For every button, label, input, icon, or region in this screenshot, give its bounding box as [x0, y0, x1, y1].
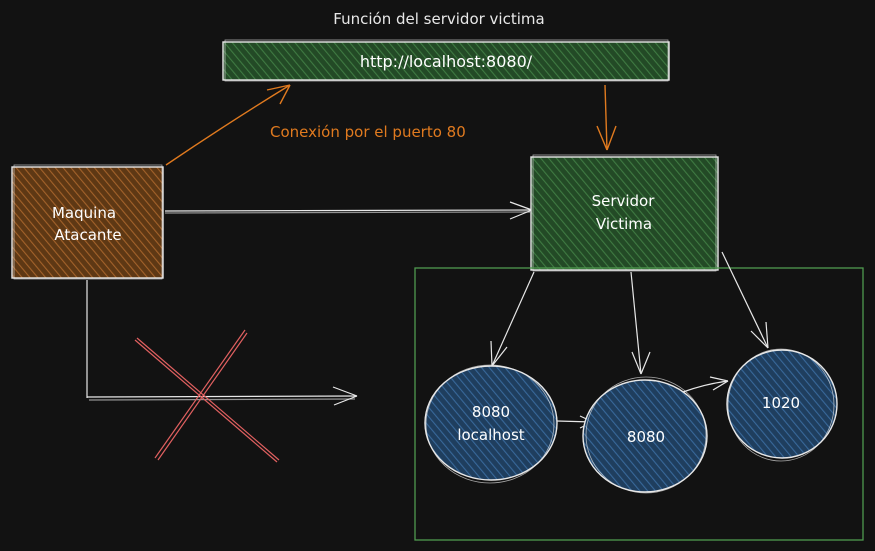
connection-label: Conexión por el puerto 80: [270, 123, 466, 141]
server-label-line2: Victima: [596, 215, 652, 233]
node-1020: 1020: [726, 348, 838, 462]
server-box: Servidor Victima: [530, 154, 719, 272]
node2-label: 8080: [627, 428, 665, 446]
attacker-box: Maquina Atacante: [11, 164, 164, 280]
blocked-arrow: [86, 280, 358, 406]
url-to-server-arrow: [596, 84, 617, 151]
orange-arrow: [165, 84, 291, 166]
node-8080-localhost: 8080 localhost: [424, 364, 558, 484]
attacker-label-line1: Maquina: [52, 204, 116, 222]
url-box: http://localhost:8080/: [222, 39, 670, 82]
node1-label-line1: 8080: [472, 403, 510, 421]
node2-to-node3-arrow: [682, 376, 729, 393]
attacker-label-line2: Atacante: [54, 226, 121, 244]
services-container: [414, 267, 864, 541]
node-8080: 8080: [582, 376, 708, 494]
server-to-nodes-arrows: [490, 251, 769, 375]
attacker-to-server-arrow: [164, 201, 533, 220]
node3-label: 1020: [762, 394, 800, 412]
red-cross-icon: [134, 329, 280, 463]
server-label-line1: Servidor: [592, 192, 656, 210]
url-label: http://localhost:8080/: [360, 52, 533, 71]
diagram-title: Función del servidor victima: [333, 10, 544, 28]
node1-label-line2: localhost: [457, 426, 524, 444]
